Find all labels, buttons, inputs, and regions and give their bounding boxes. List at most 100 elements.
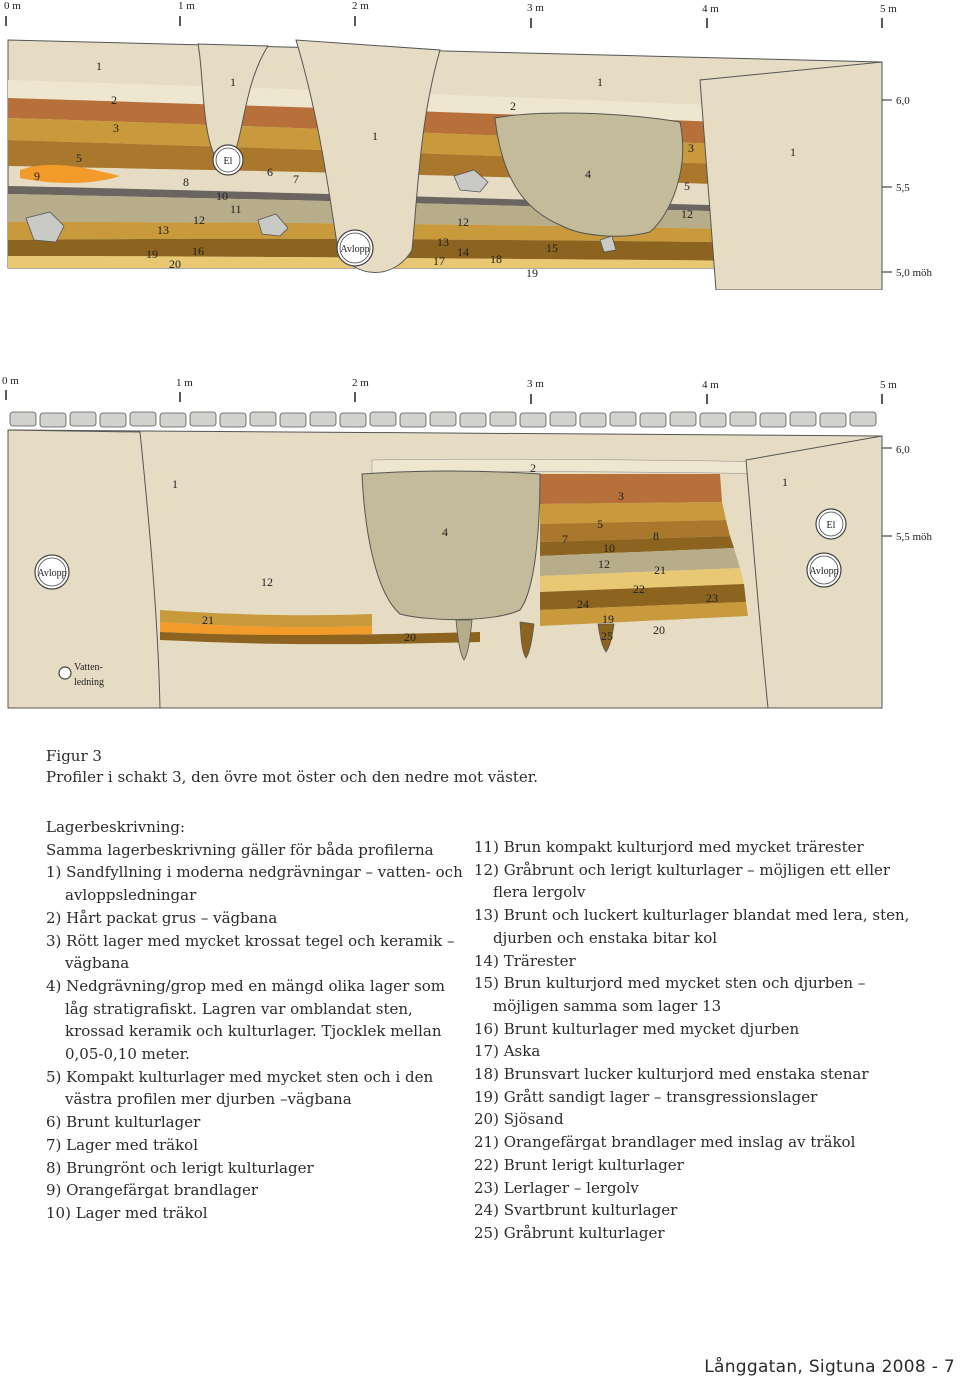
layer-9-fill: [20, 164, 120, 183]
figure-text: Profiler i schakt 3, den övre mot öster …: [46, 768, 539, 786]
legend-item: 17) Aska: [474, 1042, 541, 1061]
legend-item: 11) Brun kompakt kulturjord med mycket t…: [474, 838, 864, 856]
pipe-el-label: El: [827, 520, 836, 531]
layer-label: 14: [457, 245, 469, 259]
layer-label: 1: [597, 75, 603, 89]
paving-stone: [699, 412, 727, 428]
legend-item: 10) Lager med träkol: [46, 1203, 208, 1222]
legend-item: 12) Gråbrunt och lerigt kulturlager – mö…: [474, 860, 891, 902]
elevation-label: 6,0: [896, 95, 910, 107]
paving-stone: [849, 411, 877, 427]
layer-10-fill: [540, 536, 734, 556]
legend-item: 21) Orangefärgat brandlager med inslag a…: [474, 1133, 856, 1152]
layer-label: 12: [598, 557, 610, 571]
trench-left: [7, 429, 161, 709]
paving-stone: [39, 412, 67, 428]
legend-item: 20) Sjösand: [474, 1110, 564, 1129]
paving-stone: [549, 411, 577, 427]
legend-item: 2) Hårt packat grus – vägbana: [46, 908, 278, 927]
pit-4: [494, 112, 684, 237]
paving-stone: [309, 411, 337, 427]
layer-19-fill: [540, 602, 748, 626]
water-pipe-icon: [58, 666, 72, 680]
legend-right: 11) Brun kompakt kulturjord med mycket t…: [474, 836, 914, 1245]
ruler-label: 2 m: [352, 0, 369, 12]
stones-top: [25, 169, 617, 253]
ruler-label: 0 m: [4, 0, 21, 12]
layer-label: 1: [790, 145, 796, 159]
paving-stones: [9, 411, 877, 428]
legend-item: 7) Lager med träkol: [46, 1135, 199, 1154]
layer-label: 20: [404, 630, 416, 644]
paving-stone: [819, 412, 847, 428]
ruler-label: 4 m: [702, 379, 719, 391]
ruler-top: 0 m 1 m 2 m 3 m 4 m 5 m: [4, 0, 897, 28]
layer-label: 19: [526, 266, 538, 280]
elevation-label: 5,0 möh: [896, 267, 933, 279]
trench-right: [699, 61, 883, 290]
legend-item: 18) Brunsvart lucker kulturjord med enst…: [474, 1065, 869, 1084]
layer-label: 8: [653, 529, 659, 543]
layer-label: 17: [433, 254, 445, 268]
legend-item: 9) Orangefärgat brandlager: [46, 1181, 259, 1200]
layer-label: 2: [530, 461, 536, 475]
legend-item: 13) Brunt och luckert kulturlager blanda…: [474, 906, 910, 947]
legend-heading: Lagerbeskrivning:: [46, 818, 186, 836]
paving-stone: [339, 412, 367, 428]
water-pipe-label: Vatten-: [74, 662, 103, 673]
pipe-avlopp-label: Avlopp: [340, 244, 369, 255]
layer-label: 1: [172, 477, 178, 491]
layer-label: 7: [293, 172, 299, 186]
layer-label: 24: [577, 597, 589, 611]
layer-label: 3: [618, 489, 624, 503]
paving-stone: [639, 412, 667, 428]
paving-stone: [459, 412, 487, 428]
pipe-avlopp-label: Avlopp: [809, 566, 838, 577]
layer-12-lower: [160, 610, 372, 628]
ruler-label: 4 m: [702, 3, 719, 15]
paving-stone: [189, 411, 217, 427]
paving-stone: [219, 412, 247, 428]
layer-15-fill: [8, 238, 882, 262]
layer-label: 9: [34, 169, 40, 183]
ruler-label: 0 m: [2, 375, 19, 387]
pipe-avlopp-label: Avlopp: [37, 568, 66, 579]
layer-13-fill: [8, 222, 882, 244]
paving-stone: [669, 411, 697, 427]
legend-item: 15) Brun kulturjord med mycket sten och …: [474, 974, 866, 1015]
layer-label: 1: [96, 59, 102, 73]
layer-20-lower: [160, 632, 480, 645]
layer-label: 12: [457, 215, 469, 229]
figure-caption: Figur 3 Profiler i schakt 3, den övre mo…: [46, 746, 538, 788]
figure-title: Figur 3: [46, 747, 102, 765]
layer-label: 10: [603, 541, 615, 555]
layer-label: 20: [169, 257, 181, 271]
layer-label: 15: [546, 241, 558, 255]
ruler-bottom: 0 m 1 m 2 m 3 m 4 m 5 m: [2, 375, 897, 404]
post: [597, 623, 615, 653]
elevation-markers-top: 6,0 5,5 5,0 möh: [882, 95, 933, 279]
paving-stone: [159, 412, 187, 428]
layer-label: 1: [372, 129, 378, 143]
legend-item: 4) Nedgrävning/grop med en mängd olika l…: [46, 976, 446, 1064]
layer-20-fill: [8, 256, 882, 268]
legend-left: Lagerbeskrivning: Samma lagerbeskrivning…: [46, 816, 466, 1225]
layer-label: 12: [681, 207, 693, 221]
legend-item: 14) Trärester: [474, 951, 576, 970]
layer-12-fill: [540, 548, 740, 576]
pit-4: [361, 470, 541, 621]
elevation-label: 6,0: [896, 444, 910, 456]
layer-label: 25: [601, 629, 613, 643]
layer-label: 5: [597, 517, 603, 531]
layer-label: 10: [216, 189, 228, 203]
layer-8-fill: [540, 520, 730, 542]
legend-item: 25) Gråbrunt kulturlager: [474, 1223, 665, 1242]
legend-item: 22) Brunt lerigt kulturlager: [474, 1155, 684, 1174]
paving-stone: [69, 411, 97, 427]
ruler-label: 2 m: [352, 377, 369, 389]
paving-stone: [9, 411, 37, 427]
legend-item: 5) Kompakt kulturlager med mycket sten o…: [46, 1067, 434, 1109]
legend-item: 6) Brunt kulturlager: [46, 1113, 201, 1132]
layer-3-fill: [540, 474, 722, 504]
profile-bottom: 0 m 1 m 2 m 3 m 4 m 5 m: [0, 370, 960, 715]
